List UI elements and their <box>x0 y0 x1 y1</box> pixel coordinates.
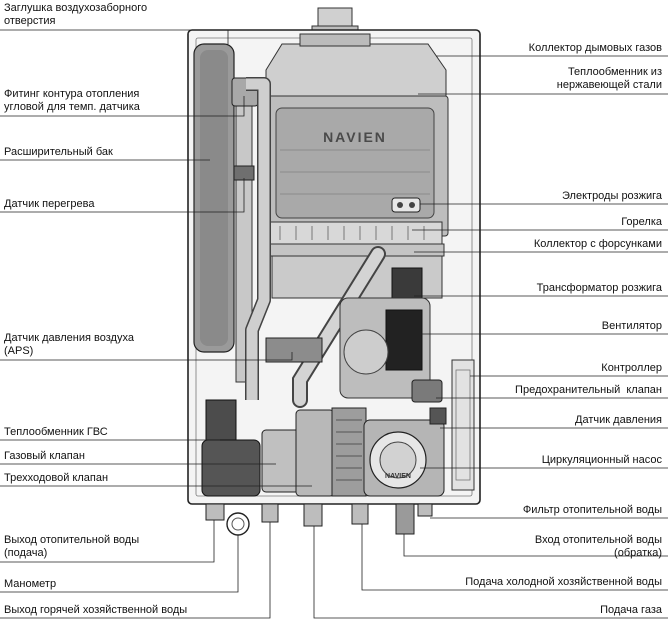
label-ignition-electrodes: Электроды розжига <box>562 190 662 202</box>
hot-water-fitting <box>261 503 279 523</box>
label-heating-water-inlet: Вход отопительной воды (обратка) <box>534 534 662 559</box>
dhw-heat-exchanger-part <box>201 439 261 497</box>
pump-logo: NAVIEN <box>385 473 411 480</box>
label-ignition-transformer: Трансформатор розжига <box>536 282 662 294</box>
label-expansion-tank: Расширительный бак <box>4 146 113 158</box>
label-safety-valve: Предохранительный клапан <box>515 384 662 396</box>
label-cold-water-supply: Подача холодной хозяйственной воды <box>465 576 662 588</box>
overheat-sensor-part <box>233 165 255 181</box>
pressure-sensor-part <box>429 407 447 425</box>
label-heating-water-outlet: Выход отопительной воды (подача) <box>4 534 140 559</box>
brand-logo: NAVIEN <box>323 129 387 145</box>
heating-inlet-fitting <box>395 503 415 535</box>
label-hot-water-outlet: Выход горячей хозяйственной воды <box>4 604 188 616</box>
label-nozzle-manifold: Коллектор с форсунками <box>533 238 662 250</box>
label-heating-circuit-fitting: Фитинг контура отопления угловой для тем… <box>4 88 140 113</box>
aps-part <box>265 337 323 363</box>
safety-valve-part <box>411 379 443 403</box>
label-fan: Вентилятор <box>601 320 662 332</box>
three-way-valve-part <box>295 409 335 497</box>
label-circulation-pump: Циркуляционный насос <box>541 454 662 466</box>
label-gas-valve: Газовый клапан <box>4 450 85 462</box>
nozzle-manifold-part <box>267 243 445 257</box>
flue-collector-hood <box>265 43 447 97</box>
filter-fitting <box>417 503 433 517</box>
label-pressure-sensor: Датчик давления <box>575 414 662 426</box>
label-burner: Горелка <box>621 216 662 228</box>
label-flue-gas-collector: Коллектор дымовых газов <box>528 42 662 54</box>
label-gas-supply: Подача газа <box>600 604 662 616</box>
manometer-part <box>226 512 250 536</box>
hydraulic-block <box>331 407 367 497</box>
cold-water-fitting <box>351 503 369 525</box>
label-dhw-heat-exchanger: Теплообменник ГВС <box>4 426 108 438</box>
gas-fitting <box>303 503 323 527</box>
label-controller: Контроллер <box>601 362 662 374</box>
label-overheat-sensor: Датчик перегрева <box>4 198 95 210</box>
controller-part <box>451 359 475 491</box>
label-manometer: Манометр <box>4 578 57 590</box>
label-air-pressure-sensor: Датчик давления воздуха (APS) <box>4 332 134 357</box>
label-stainless-heat-exchanger: Теплообменник из нержавеющей стали <box>556 66 662 91</box>
label-air-intake-plug: Заглушка воздухозаборного отверстия <box>4 2 148 27</box>
ignition-electrodes-part <box>391 197 421 213</box>
label-three-way-valve: Трехходовой клапан <box>4 472 109 484</box>
label-heating-water-filter: Фильтр отопительной воды <box>522 504 662 516</box>
heating-outlet-fitting <box>205 503 225 521</box>
